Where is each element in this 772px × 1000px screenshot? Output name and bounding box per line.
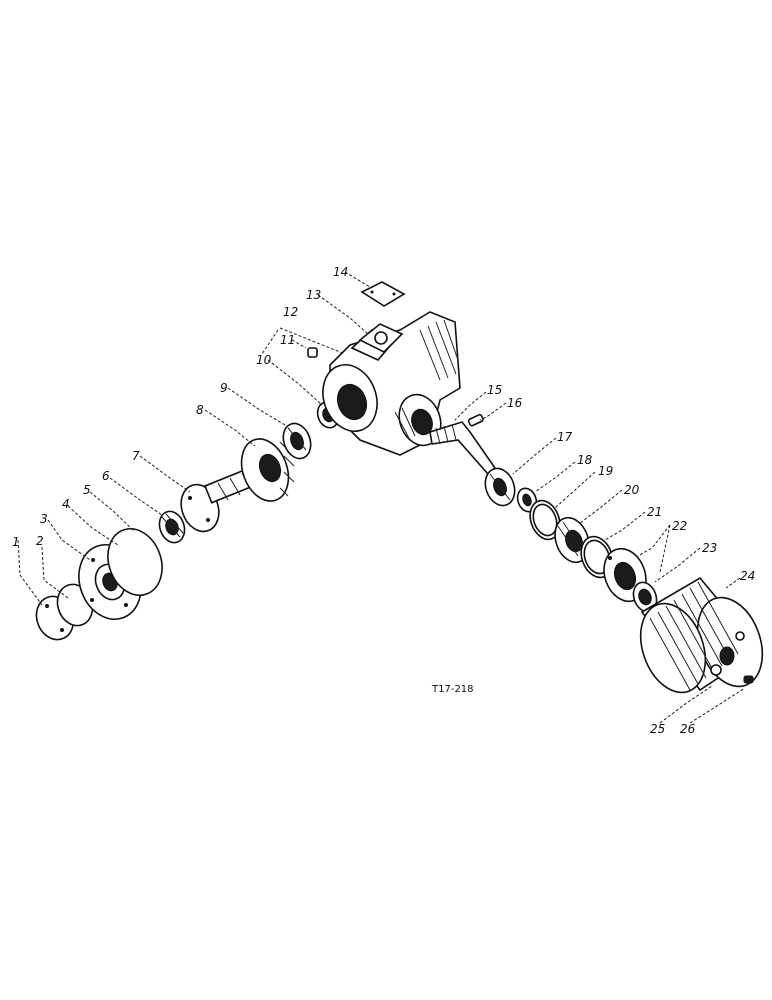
- part-11-plug: [307, 347, 318, 358]
- callout-16: 16: [507, 396, 523, 410]
- callout-10: 10: [256, 353, 272, 367]
- callout-labels: 1 2 3 4 5 6 7 8 9 10 11 12 13 14 15 16 1…: [12, 265, 755, 736]
- callout-25: 25: [650, 722, 665, 736]
- leader-lines: [17, 271, 746, 724]
- part-8-ring-gear: [240, 438, 295, 502]
- callout-13: 13: [306, 288, 321, 302]
- callout-3: 3: [40, 512, 48, 526]
- part-5-gasket: [107, 528, 163, 596]
- callout-20: 20: [624, 483, 640, 497]
- callout-15: 15: [487, 383, 502, 397]
- callout-14: 14: [333, 265, 348, 279]
- callout-2: 2: [36, 534, 44, 548]
- callout-23: 23: [702, 541, 717, 555]
- callout-22: 22: [672, 519, 687, 533]
- part-9-bearing: [282, 422, 312, 460]
- callout-12: 12: [283, 305, 298, 319]
- part-18-spacer: [516, 487, 538, 513]
- callout-21: 21: [647, 505, 662, 519]
- callout-5: 5: [83, 483, 91, 497]
- part-17-bearing: [484, 467, 516, 507]
- part-16-key: [467, 413, 484, 427]
- part-13-inspection-cover: [358, 323, 404, 353]
- callout-24: 24: [740, 569, 755, 583]
- part-24-pulley-drum: [639, 576, 764, 694]
- callout-1: 1: [12, 535, 20, 549]
- callout-6: 6: [102, 469, 110, 483]
- part-6-bearing: [158, 510, 186, 544]
- callout-11: 11: [280, 333, 295, 347]
- part-15-input-shaft: [429, 421, 497, 476]
- callout-26: 26: [680, 722, 696, 736]
- callout-19: 19: [598, 464, 613, 478]
- callout-17: 17: [557, 430, 573, 444]
- callout-8: 8: [196, 403, 204, 417]
- callout-4: 4: [62, 497, 70, 511]
- callout-7: 7: [132, 449, 140, 463]
- callout-18: 18: [577, 453, 593, 467]
- drawing-reference-code: T17-218: [431, 684, 474, 695]
- part-14-top-plate: [360, 281, 406, 307]
- callout-9: 9: [220, 381, 228, 395]
- part-19-circlip: [529, 499, 561, 541]
